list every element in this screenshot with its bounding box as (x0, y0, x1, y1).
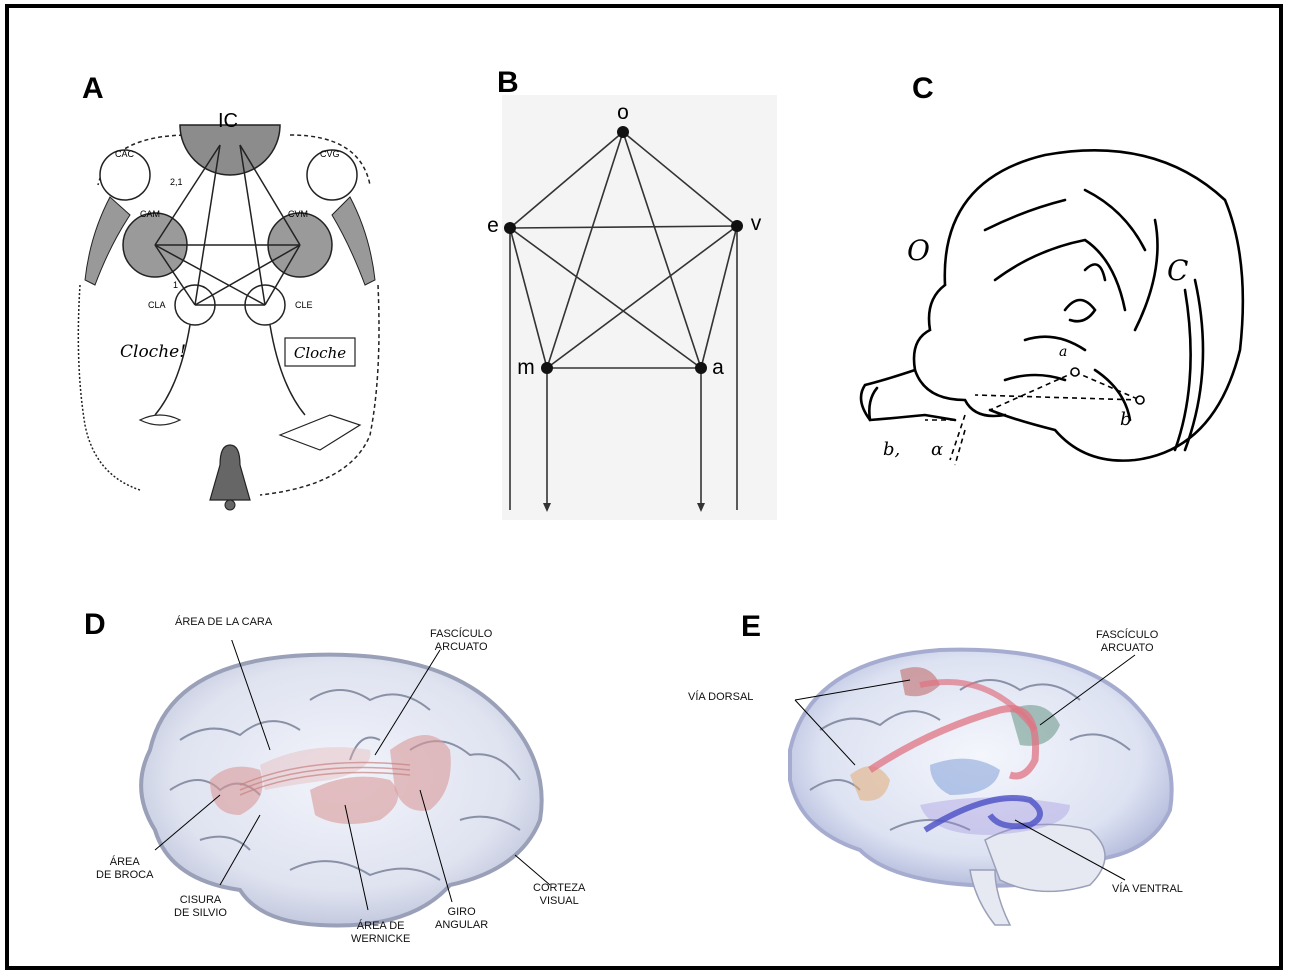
ic-center (180, 125, 280, 175)
point-a (1071, 368, 1079, 376)
label-cvm: CVM (288, 209, 308, 219)
label-via-dorsal: VÍA DORSAL (688, 691, 753, 704)
mouth-icon (140, 415, 180, 425)
label-written-word: Cloche (294, 344, 346, 362)
node-label-v: v (751, 212, 762, 235)
panel-c-diagram: O C a b b, α (855, 130, 1255, 480)
bell-icon (210, 445, 250, 500)
dashed-paths (925, 372, 1140, 465)
node-label-a: a (712, 356, 724, 379)
label-c: C (1167, 254, 1188, 287)
label-cvg: CVG (320, 149, 340, 159)
panel-letter-c: C (912, 72, 934, 106)
node-m (541, 362, 553, 374)
cerebellum (985, 824, 1105, 891)
label-2-1: 2,1 (170, 177, 183, 187)
node-label-m: m (517, 356, 535, 379)
right-ear-stem (332, 197, 375, 285)
writing-hand-icon (280, 415, 360, 450)
label-ic: IC (218, 110, 238, 132)
panel-letter-e: E (741, 610, 761, 644)
node-v (731, 220, 743, 232)
label-1: 1 (173, 280, 178, 290)
label-area-cara: ÁREA DE LA CARA (175, 616, 272, 629)
label-o: O (907, 234, 930, 267)
wavy-ear-path (78, 285, 140, 490)
point-b (1136, 396, 1144, 404)
label-alpha: α (931, 439, 943, 460)
node-o (617, 126, 629, 138)
node-e (504, 222, 516, 234)
brain-sketch (861, 150, 1243, 460)
node-a (695, 362, 707, 374)
node-label-e: e (487, 214, 499, 237)
panel-letter-a: A (82, 72, 104, 106)
label-cla: CLA (148, 300, 166, 310)
panel-b-diagram: o e v m a (480, 95, 780, 520)
label-a: a (1059, 344, 1067, 360)
node-label-o: o (617, 101, 629, 124)
label-cle: CLE (295, 300, 313, 310)
label-cam: CAM (140, 209, 160, 219)
label-b: b (1120, 409, 1132, 430)
label-cac: CAC (115, 149, 135, 159)
label-b1: b, (883, 439, 900, 460)
label-via-ventral: VÍA VENTRAL (1112, 883, 1183, 896)
panel-letter-d: D (84, 608, 106, 642)
label-spoken-word: Cloche! (120, 342, 186, 362)
panel-a-diagram: IC CAC CVG CAM CVM CLA CLE 2,1 1 Cloche!… (70, 105, 400, 555)
